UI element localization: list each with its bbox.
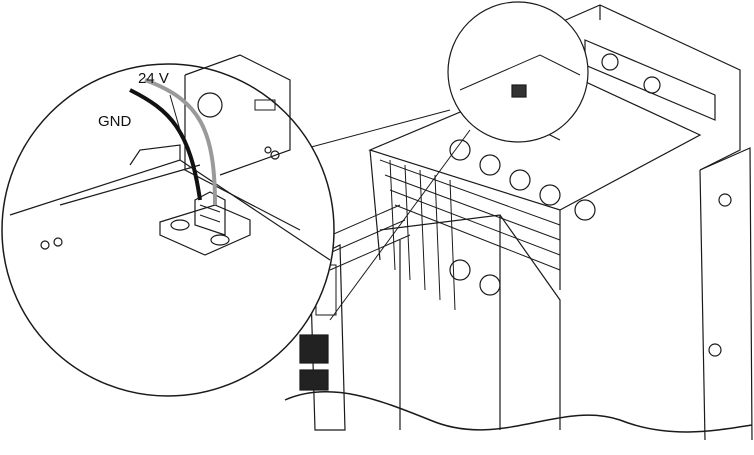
cut-line [284, 390, 753, 433]
callout-lines [299, 109, 471, 321]
detail-circle-large [1, 54, 335, 397]
label-gnd: GND [98, 113, 132, 130]
24v-wire [144, 78, 217, 206]
label-24v: 24 V [138, 70, 169, 87]
gnd-wire [129, 88, 202, 201]
drive-housing [299, 4, 753, 441]
detail-circle-small [447, 1, 589, 143]
terminal-plug [194, 191, 226, 236]
